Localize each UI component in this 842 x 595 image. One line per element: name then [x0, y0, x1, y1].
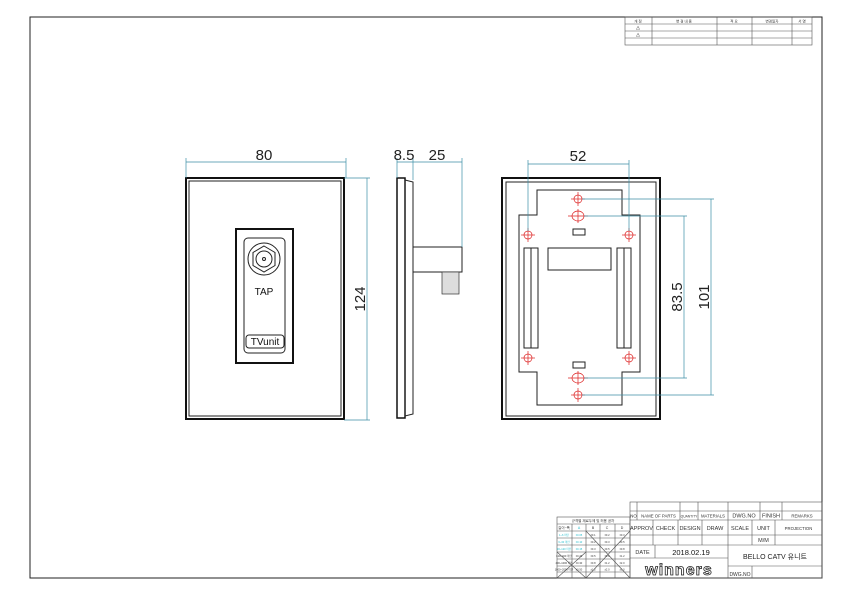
tol-cell: ±0.2 [604, 533, 610, 537]
unit-value: M/M [758, 538, 769, 544]
grid-vents-right [616, 247, 632, 349]
tolerance-table: 규격별 재료두께 및 허용 공차 길이~폭 A B C D 1~6 미만 ±0.… [555, 516, 631, 579]
tol-header: A [578, 526, 581, 530]
tol-cell: ±0.8 [619, 547, 625, 551]
tol-cell: ±0.3 [619, 533, 625, 537]
tol-cell: ±0.5 [590, 554, 596, 558]
winners-logo: winners [644, 562, 712, 579]
tol-cell: ±2.0 [604, 568, 610, 572]
tol-cell: 30~120 미만 [557, 547, 572, 551]
parts-header-dwg-no: DWG.NO [732, 514, 756, 520]
tol-cell: ±0.8 [604, 554, 610, 558]
drawing-frame [29, 16, 823, 579]
front-view: TAP TVunit 80 124 [185, 147, 370, 421]
tol-cell: ±1.2 [604, 561, 610, 565]
revision-mark-icon: ⚠ [636, 33, 641, 39]
tol-cell: ±0.20 [576, 554, 583, 558]
tol-cell: 6~30 미만 [558, 540, 570, 544]
revision-mark-icon: ⚠ [636, 26, 641, 32]
tol-cell: ±0.05 [576, 533, 583, 537]
rev-header-changes: 변 경 내 용 [676, 19, 693, 24]
rev-header-revision: 개 정 [634, 19, 641, 24]
parts-header-no: NO [630, 514, 637, 519]
tol-cell: 1000~2000 미만 [555, 568, 574, 572]
grid-vents-left [523, 247, 539, 349]
height-dimension-83-5: 83.5 [669, 282, 686, 311]
tol-cell: ±0.30 [576, 561, 583, 565]
date-label: DATE [635, 550, 650, 556]
drawing-title: BELLO CATV 유니트 [743, 552, 807, 561]
width-dimension-80: 80 [256, 147, 273, 164]
tol-cell: 400~1000 미만 [555, 561, 573, 565]
rev-header-date: 변경일자 [766, 19, 780, 24]
tol-cell: ±0.1 [590, 533, 596, 537]
date-value: 2018.02.19 [672, 548, 710, 557]
coax-connector-icon [247, 242, 281, 276]
height-dimension-101: 101 [696, 284, 713, 309]
dwg-no-label: DWG.NO [729, 572, 750, 578]
tol-cell: ±1.2 [590, 568, 596, 572]
parts-header-name: NAME OF PARTS [641, 514, 676, 519]
scale-label: SCALE [731, 526, 749, 532]
check-label: CHECK [656, 526, 676, 532]
thread-icon [441, 271, 460, 295]
tol-cell: ±0.5 [604, 547, 610, 551]
design-label: DESIGN [679, 526, 700, 532]
unit-label: UNIT [757, 526, 770, 532]
parts-header-quantity: QUANTITY [681, 515, 698, 519]
back-view: 52 83.5 101 [501, 148, 714, 420]
depth-dimension-8-5: 8.5 [394, 147, 415, 164]
tol-cell: 120~400 미만 [556, 554, 572, 558]
height-dimension-124: 124 [352, 286, 369, 311]
tol-header: B [592, 526, 595, 530]
tol-cell: ±0.15 [576, 547, 583, 551]
tol-header: 길이~폭 [558, 525, 570, 530]
tol-cell: ±0.2 [590, 540, 596, 544]
tol-cell: ±0.50 [576, 568, 583, 572]
parts-header-materials: MATERIALS [701, 514, 725, 519]
draw-label: DRAW [707, 526, 724, 532]
tol-cell: ±0.5 [619, 540, 625, 544]
tap-label: TAP [255, 287, 274, 298]
revision-table: 개 정 변 경 내 용 적 요 변경일자 서 명 ⚠ ⚠ [624, 16, 813, 46]
tol-header: C [606, 526, 609, 530]
tol-cell: ±0.10 [576, 540, 583, 544]
tol-cell: ±0.3 [604, 540, 610, 544]
title-block: NO NAME OF PARTS QUANTITY MATERIALS DWG.… [629, 501, 823, 579]
tol-cell: ±3.0 [619, 568, 625, 572]
width-dimension-52: 52 [570, 148, 587, 165]
tvunit-brand-label: TVunit [251, 337, 280, 348]
parts-header-finish: FINISH [762, 514, 780, 520]
tol-cell: ±0.8 [590, 561, 596, 565]
side-view: 8.5 25 [394, 147, 463, 419]
tol-cell: 1~6 미만 [559, 533, 570, 537]
tolerance-table-title: 규격별 재료두께 및 허용 공차 [572, 518, 615, 523]
projection-label: PROJECTION [785, 526, 813, 531]
tol-cell: ±1.2 [619, 554, 625, 558]
depth-dimension-25: 25 [429, 147, 446, 164]
tol-cell: ±0.3 [590, 547, 596, 551]
tol-header: D [621, 526, 624, 530]
parts-header-remarks: REMARKS [791, 514, 812, 519]
rev-header-sign: 서 명 [798, 19, 805, 24]
rev-header-note: 적 요 [730, 19, 738, 24]
approv-label: APPROV [630, 526, 653, 532]
tol-cell: ±2.0 [619, 561, 625, 565]
